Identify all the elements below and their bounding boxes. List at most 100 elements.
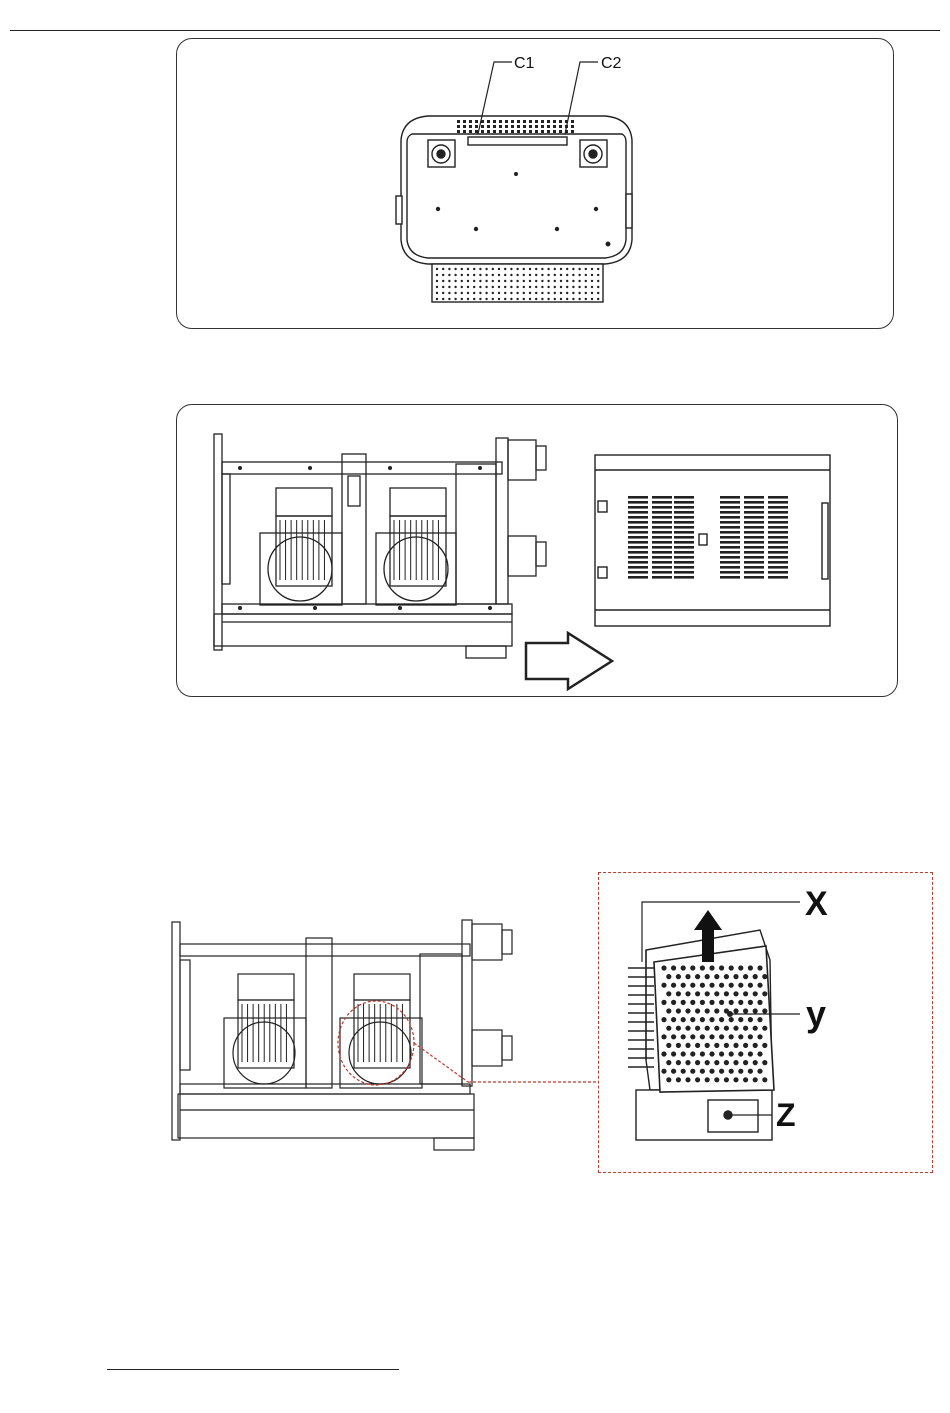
filter-hole (733, 991, 738, 996)
filter-hole (661, 1017, 666, 1022)
filter-hole (700, 965, 705, 970)
filter-hole (719, 1051, 724, 1056)
filter-hole (685, 1008, 690, 1013)
filter-hole (666, 1043, 671, 1048)
filter-hole (757, 1017, 762, 1022)
filter-hole (757, 983, 762, 988)
filter-hole (743, 991, 748, 996)
filter-hole (714, 991, 719, 996)
filter-hole (671, 1000, 676, 1005)
filter-hole (738, 1000, 743, 1005)
filter-hole (724, 1026, 729, 1031)
filter-hole (738, 965, 743, 970)
filter-hole (671, 1051, 676, 1056)
filter-hole (709, 965, 714, 970)
filter-hole (757, 1069, 762, 1074)
filter-hole (705, 1060, 710, 1065)
filter-hole (685, 974, 690, 979)
filter-hole (690, 983, 695, 988)
filter-hole (724, 1077, 729, 1082)
filter-hole (705, 974, 710, 979)
filter-hole (714, 974, 719, 979)
filter-hole (705, 991, 710, 996)
filter-hole (681, 1034, 686, 1039)
filter-hole (762, 991, 767, 996)
filter-hole (705, 1077, 710, 1082)
filter-hole (719, 1034, 724, 1039)
filter-hole (681, 1000, 686, 1005)
filter-hole (661, 965, 666, 970)
filter-hole (762, 1077, 767, 1082)
filter-hole (709, 1034, 714, 1039)
filter-hole (695, 1008, 700, 1013)
filter-hole (695, 1026, 700, 1031)
filter-hole (714, 1026, 719, 1031)
filter-hole (733, 1008, 738, 1013)
filter-hole (685, 991, 690, 996)
filter-hole (695, 1077, 700, 1082)
filter-hole (733, 1026, 738, 1031)
filter-hole (690, 965, 695, 970)
callout-y: y (806, 993, 826, 1034)
filter-hole (676, 1026, 681, 1031)
filter-hole (729, 1000, 734, 1005)
filter-hole (753, 1043, 758, 1048)
filter-hole (748, 965, 753, 970)
filter-hole (700, 1069, 705, 1074)
filter-hole (685, 1060, 690, 1065)
filter-hole (709, 1051, 714, 1056)
filter-hole (666, 1026, 671, 1031)
filter-hole (671, 1017, 676, 1022)
filter-hole (700, 983, 705, 988)
callout-z: Z (776, 1097, 796, 1133)
filter-hole (719, 1017, 724, 1022)
filter-hole (724, 1060, 729, 1065)
filter-hole (757, 965, 762, 970)
filter-hole (695, 1043, 700, 1048)
callout-x: X (805, 885, 828, 923)
filter-hole (690, 1034, 695, 1039)
filter-hole (700, 1051, 705, 1056)
filter-hole (709, 1069, 714, 1074)
filter-hole (671, 965, 676, 970)
filter-hole (681, 965, 686, 970)
heatsink-fins-2 (242, 1004, 402, 1062)
filter-hole (762, 1043, 767, 1048)
filter-hole (733, 974, 738, 979)
filter-hole (714, 1060, 719, 1065)
filter-hole (748, 1000, 753, 1005)
filter-hole (690, 1069, 695, 1074)
footnote-rule (107, 1369, 399, 1370)
filter-hole (705, 1043, 710, 1048)
filter-hole (709, 983, 714, 988)
filter-hole (757, 1034, 762, 1039)
filter-hole (738, 1069, 743, 1074)
filter-hole (700, 1017, 705, 1022)
filter-hole (681, 983, 686, 988)
filter-hole (690, 1051, 695, 1056)
filter-hole (743, 974, 748, 979)
chassis-side-view-2 (172, 920, 512, 1150)
filter-hole (690, 1017, 695, 1022)
filter-hole (748, 983, 753, 988)
filter-hole (666, 1060, 671, 1065)
filter-hole (661, 1069, 666, 1074)
filter-hole (666, 974, 671, 979)
filter-hole (724, 991, 729, 996)
filter-hole (724, 974, 729, 979)
filter-hole (753, 991, 758, 996)
filter-hole (762, 974, 767, 979)
filter-hole (695, 991, 700, 996)
filter-hole (685, 1026, 690, 1031)
filter-hole (714, 1043, 719, 1048)
filter-hole (729, 1069, 734, 1074)
filter-hole (705, 1008, 710, 1013)
filter-hole (762, 1008, 767, 1013)
filter-hole (743, 1077, 748, 1082)
filter-hole (681, 1069, 686, 1074)
filter-hole (719, 1069, 724, 1074)
filter-hole (753, 1077, 758, 1082)
filter-hole (729, 983, 734, 988)
filter-hole (661, 1034, 666, 1039)
filter-hole (681, 1017, 686, 1022)
